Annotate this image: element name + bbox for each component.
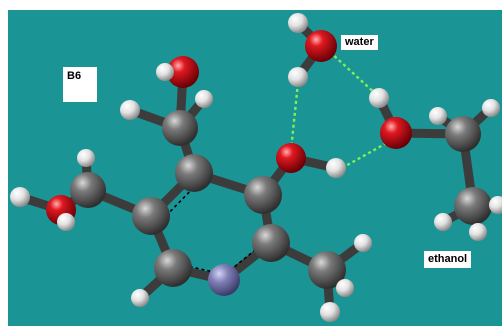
atom-hydrogen: [288, 13, 308, 33]
molecule-label-water: water: [341, 35, 378, 50]
atoms: [10, 13, 502, 322]
atom-carbon: [244, 176, 282, 214]
atom-carbon: [162, 110, 198, 146]
atom-hydrogen: [156, 63, 174, 81]
molecule-viewport[interactable]: B6 water ethanol: [8, 10, 502, 326]
hbond-b6-ethanol: [341, 138, 393, 170]
atom-hydrogen: [326, 158, 346, 178]
atom-nitrogen: [208, 264, 240, 296]
atom-oxygen: [167, 56, 199, 88]
atom-hydrogen: [131, 289, 149, 307]
molecule-label-ethanol: ethanol: [424, 251, 472, 268]
atom-carbon: [252, 224, 290, 262]
atom-hydrogen: [354, 234, 372, 252]
atom-hydrogen: [469, 223, 487, 241]
atom-oxygen: [305, 30, 337, 62]
atom-carbon: [70, 172, 106, 208]
atom-carbon: [154, 249, 192, 287]
atom-hydrogen: [195, 90, 213, 108]
atom-carbon: [454, 187, 492, 225]
atom-carbon: [132, 197, 170, 235]
atom-carbon: [308, 251, 346, 289]
atom-hydrogen: [120, 100, 140, 120]
atom-hydrogen: [288, 67, 308, 87]
atom-carbon: [445, 116, 481, 152]
atom-hydrogen: [336, 279, 354, 297]
atom-oxygen: [276, 143, 306, 173]
atom-hydrogen: [57, 213, 75, 231]
atom-hydrogen: [482, 99, 500, 117]
molecular-model-scene: [10, 13, 502, 322]
molecule-label-b6: B6: [63, 67, 97, 102]
hbond-water-ethanol: [329, 51, 379, 97]
atom-hydrogen: [429, 107, 447, 125]
atom-hydrogen: [489, 196, 502, 214]
atom-hydrogen: [77, 149, 95, 167]
atom-carbon: [175, 154, 213, 192]
hbond-water-b6: [289, 82, 300, 151]
atom-oxygen: [380, 117, 412, 149]
atom-hydrogen: [320, 302, 340, 322]
hydrogen-bonds: [289, 51, 393, 170]
atom-hydrogen: [10, 187, 30, 207]
atom-hydrogen: [434, 213, 452, 231]
atom-hydrogen: [369, 88, 389, 108]
